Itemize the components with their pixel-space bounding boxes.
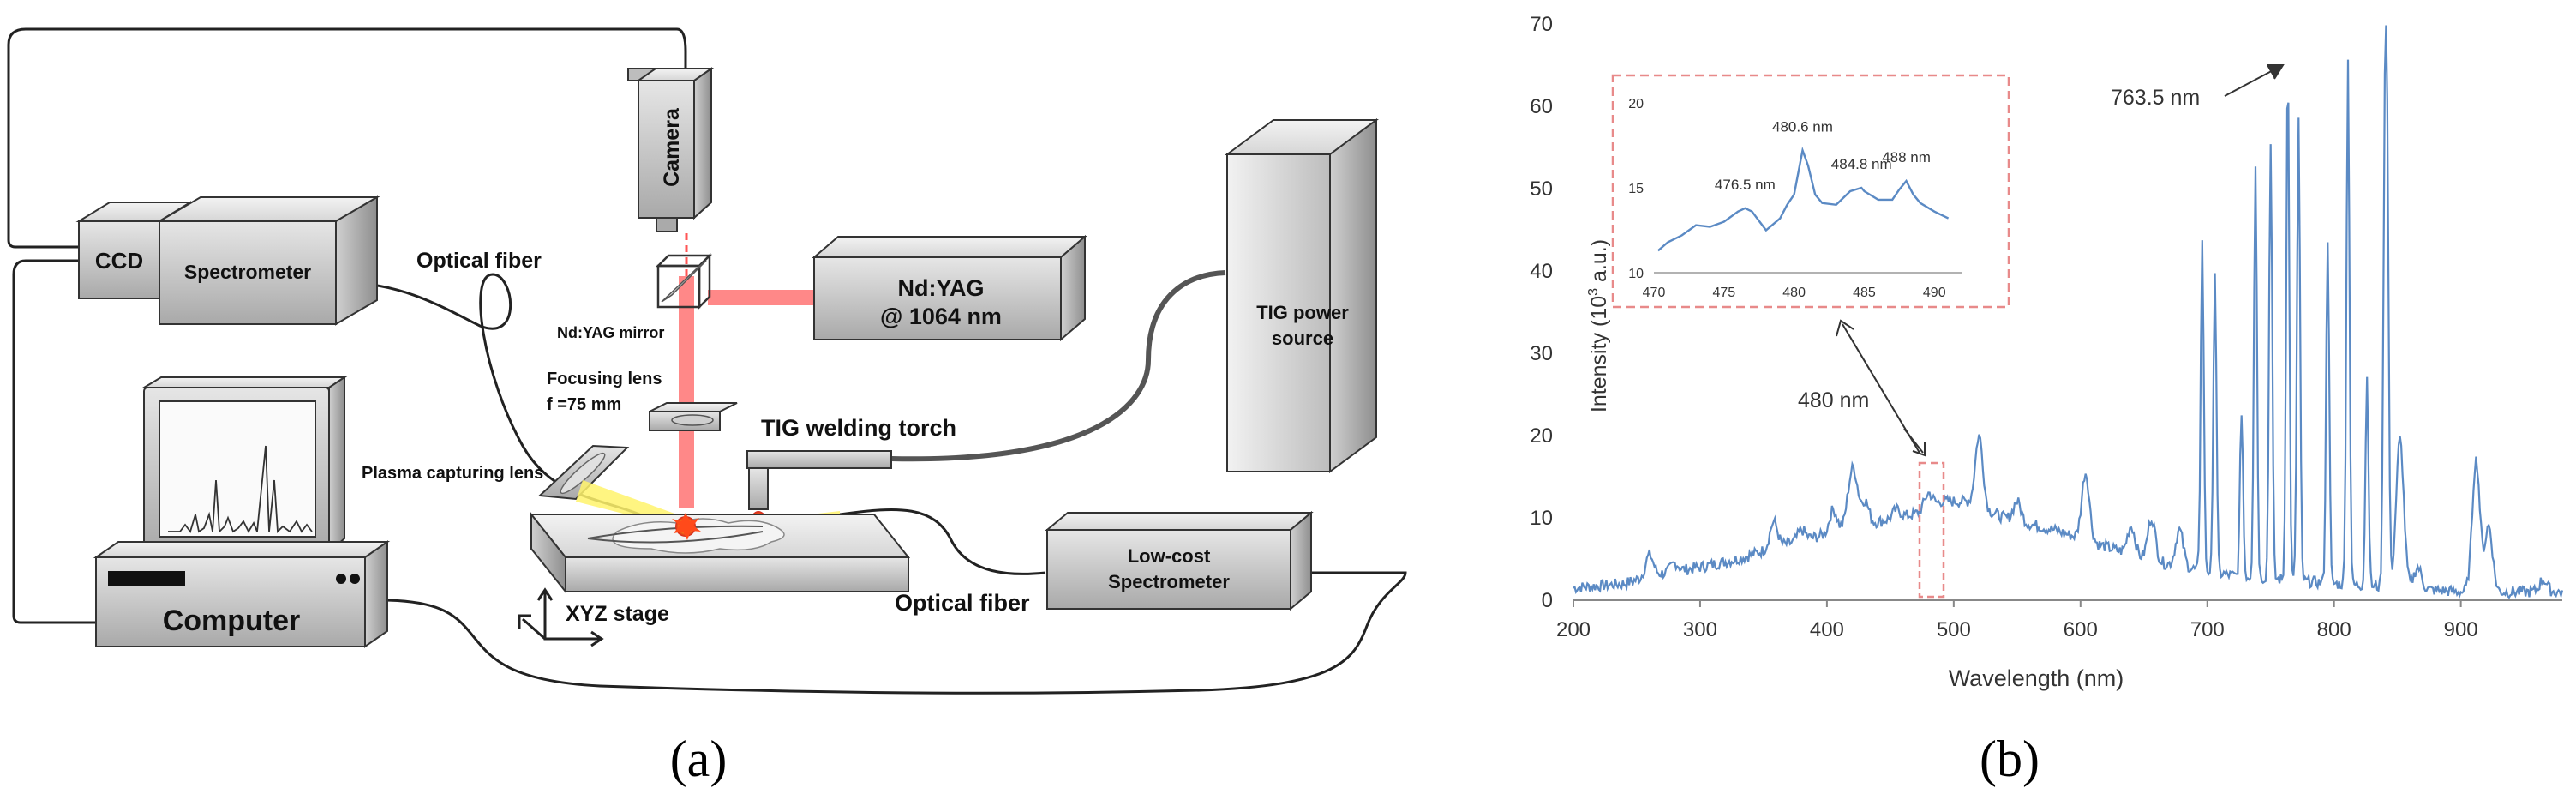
y-tick-label: 20 bbox=[1530, 424, 1553, 448]
camera: Camera bbox=[627, 67, 715, 232]
focusing-lens: Focusing lens f =75 mm bbox=[547, 370, 738, 431]
laser-beam-vertical bbox=[679, 276, 694, 508]
xyz-stage-label: XYZ stage bbox=[566, 602, 669, 626]
y-tick-label: 70 bbox=[1530, 13, 1553, 36]
inset-peak-annotation: 476.5 nm bbox=[1715, 177, 1776, 193]
ndyag-mirror: Nd:YAG mirror bbox=[557, 252, 713, 341]
focal-length-label: f =75 mm bbox=[547, 395, 621, 414]
x-axis-label: Wavelength (nm) bbox=[1949, 665, 2124, 691]
x-tick-label: 300 bbox=[1683, 618, 1717, 641]
panel-b-caption: (b) bbox=[1980, 731, 2040, 787]
inset-peak-annotation: 488 nm bbox=[1882, 149, 1931, 165]
inset-plot: 470 475 480 485 490 10 15 20 476.5 nm 480.6 nm 484… bbox=[1628, 97, 1962, 300]
tig-torch-label: TIG welding torch bbox=[761, 415, 956, 441]
x-tick-label: 900 bbox=[2444, 618, 2478, 641]
inset-series bbox=[1657, 146, 1950, 252]
axes: 200 300 400 500 600 700 800 900 0 10 20 30 40 50 60 70 bbox=[1530, 13, 2562, 641]
y-tick-label: 60 bbox=[1530, 95, 1553, 118]
ndyag-laser: Nd:YAG @ 1064 nm bbox=[812, 234, 1087, 342]
cable-tig-torch-to-power bbox=[890, 270, 1226, 462]
lowcost-spectrometer: Low-cost Spectrometer bbox=[1045, 510, 1314, 611]
inset-chart: 470 475 480 485 490 10 15 20 476.5 nm 480.6 nm 484… bbox=[1611, 74, 2010, 309]
cable-spectrometer-to-camera bbox=[7, 27, 687, 249]
tig-power-source: TIG power source bbox=[1224, 118, 1380, 473]
plot-area bbox=[1573, 25, 2564, 599]
inset-x-tick-label: 480 bbox=[1782, 286, 1806, 300]
ndyag-mirror-label: Nd:YAG mirror bbox=[557, 324, 664, 341]
tig-power-label-line1: TIG power bbox=[1256, 302, 1349, 323]
tig-power-label-line2: source bbox=[1272, 328, 1333, 349]
panel-a-caption: (a) bbox=[670, 731, 728, 787]
optical-fiber-bottom-label: Optical fiber bbox=[895, 590, 1030, 616]
monitor-spectrum-icon bbox=[168, 445, 313, 534]
x-tick-label: 700 bbox=[2190, 618, 2225, 641]
computer: Computer bbox=[93, 376, 391, 648]
inset-frame bbox=[1611, 74, 2010, 309]
x-tick-label: 600 bbox=[2064, 618, 2098, 641]
computer-label: Computer bbox=[163, 605, 301, 637]
cable-computer-to-lowcost bbox=[380, 571, 1407, 695]
highlight-region-box bbox=[1918, 461, 1945, 599]
laser-label-line2: @ 1064 nm bbox=[880, 304, 1002, 329]
inset-x-tick-label: 470 bbox=[1643, 286, 1666, 300]
inset-y-tick-label: 20 bbox=[1628, 97, 1644, 111]
x-tick-label: 400 bbox=[1810, 618, 1844, 641]
x-tick-label: 500 bbox=[1937, 618, 1971, 641]
spectrometer-unit: CCD Spectrometer bbox=[75, 195, 380, 326]
camera-label: Camera bbox=[660, 107, 684, 187]
lowcost-label-line2: Spectrometer bbox=[1108, 571, 1230, 592]
inset-x-tick-label: 490 bbox=[1923, 286, 1946, 300]
y-tick-label: 30 bbox=[1530, 342, 1553, 365]
x-tick-label: 800 bbox=[2317, 618, 2351, 641]
focusing-lens-label: Focusing lens bbox=[547, 370, 662, 388]
inset-x-tick-label: 475 bbox=[1712, 286, 1735, 300]
inset-y-tick-label: 10 bbox=[1628, 267, 1644, 281]
x-tick-label: 200 bbox=[1556, 618, 1591, 641]
annotation-480nm-arrow bbox=[1903, 428, 1924, 454]
inset-y-tick-label: 15 bbox=[1628, 182, 1644, 196]
plasma-lens-label: Plasma capturing lens bbox=[362, 464, 543, 483]
y-tick-label: 40 bbox=[1530, 260, 1553, 283]
optical-fiber-bottom bbox=[839, 508, 1046, 575]
inset-x-tick-label: 485 bbox=[1853, 286, 1876, 300]
spectrometer-label: Spectrometer bbox=[184, 261, 311, 283]
spectrum-series bbox=[1573, 25, 2564, 599]
y-tick-label: 0 bbox=[1542, 589, 1553, 612]
inset-peak-annotation: 484.8 nm bbox=[1831, 156, 1892, 172]
laser-beam-to-mirror bbox=[708, 290, 812, 305]
xyz-stage: XYZ stage bbox=[518, 512, 911, 647]
cables bbox=[7, 27, 1407, 695]
y-tick-label: 50 bbox=[1530, 177, 1553, 201]
optical-fiber-top-label: Optical fiber bbox=[416, 249, 542, 273]
panel-a-setup-diagram: CCD Spectrometer Optical fiber Camera Nd… bbox=[7, 27, 1407, 787]
cable-computer-to-ccd bbox=[12, 259, 96, 624]
y-axis-label: Intensity (103 a.u.) bbox=[1586, 239, 1611, 412]
ccd-label: CCD bbox=[95, 248, 143, 274]
lowcost-label-line1: Low-cost bbox=[1128, 545, 1211, 567]
annotation-480nm: 480 nm bbox=[1798, 388, 1869, 412]
laser-label-line1: Nd:YAG bbox=[897, 275, 984, 301]
inset-peak-annotation: 480.6 nm bbox=[1772, 119, 1833, 135]
y-tick-label: 10 bbox=[1530, 507, 1553, 530]
annotation-763nm: 763.5 nm bbox=[2111, 86, 2200, 110]
